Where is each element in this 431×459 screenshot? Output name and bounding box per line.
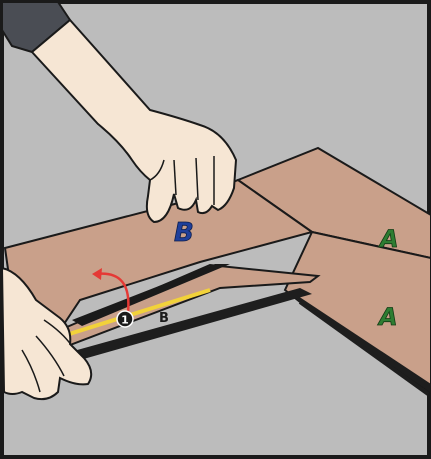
board-a-top-label: A — [378, 225, 399, 253]
board-b-label: B — [174, 218, 194, 248]
step-number: 1 — [121, 314, 129, 327]
board-b-small-label: B — [159, 311, 169, 326]
numbered-circle-icon: 1 — [117, 311, 133, 327]
board-a-bottom-label: A — [377, 303, 398, 331]
